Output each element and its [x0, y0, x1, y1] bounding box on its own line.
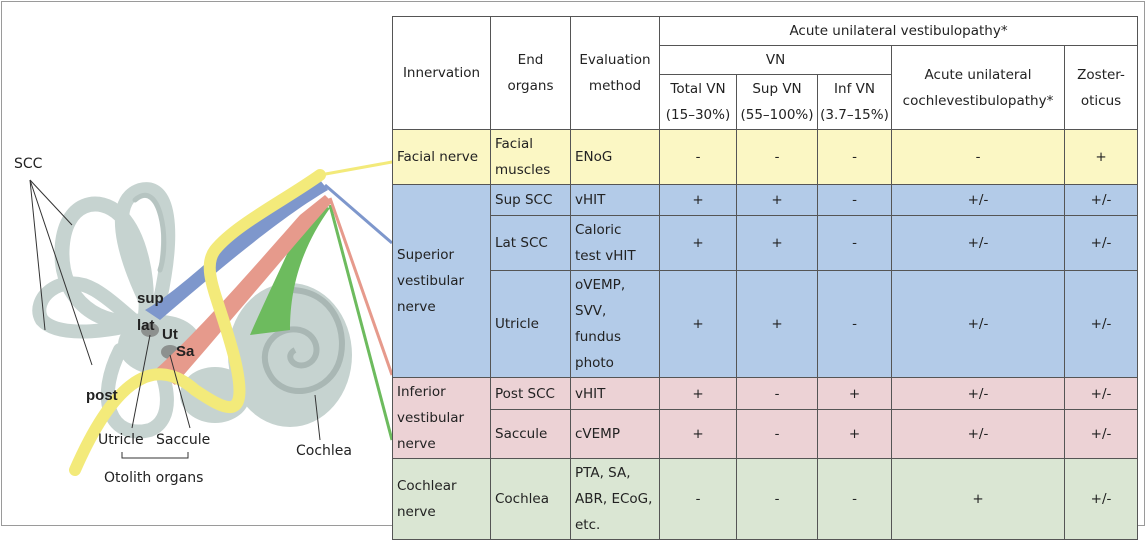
value-cell: +/-	[891, 184, 1065, 216]
organ-cell: Sup SCC	[490, 184, 571, 216]
value-cell: +/-	[1063, 184, 1139, 216]
cochlea-label: Cochlea	[296, 443, 352, 459]
value-cell: +	[659, 270, 737, 378]
value-cell: +/-	[1063, 376, 1139, 411]
value-cell: +	[736, 215, 818, 271]
header-zoster-oticus: Zoster-oticus	[1063, 45, 1139, 130]
organ-cell: Utricle	[490, 270, 571, 378]
value-cell: +/-	[1063, 409, 1139, 459]
value-cell: -	[659, 458, 737, 540]
organ-cell: Saccule	[490, 409, 571, 459]
header-innervation: Innervation	[392, 16, 491, 130]
method-cell: vHIT	[570, 376, 660, 411]
organ-cell: Cochlea	[490, 458, 571, 540]
value-cell: +	[659, 376, 737, 411]
inferior-vestibular-nerve	[155, 195, 394, 385]
value-cell: +	[736, 184, 818, 216]
header-sup-vn: Sup VN(55–100%)	[736, 74, 818, 130]
value-cell: +/-	[1063, 215, 1139, 271]
value-cell: +/-	[1063, 270, 1139, 378]
method-cell: vHIT	[570, 184, 660, 216]
value-cell: +	[1063, 129, 1139, 185]
value-cell: -	[817, 458, 892, 540]
header-inf-vn: Inf VN(3.7–15%)	[817, 74, 892, 130]
value-cell: +	[817, 376, 892, 411]
value-cell: -	[817, 184, 892, 216]
post-label: post	[86, 387, 118, 404]
value-cell: +	[817, 409, 892, 459]
scc-label: SCC	[14, 156, 43, 172]
inner-ear-illustration: SCC sup lat Ut Sa post Utricle Saccule O…	[14, 156, 394, 486]
method-cell: ENoG	[570, 129, 660, 185]
superior-vestibular-nerve	[145, 180, 393, 320]
ut-label: Ut	[162, 326, 178, 343]
organ-cell: Post SCC	[490, 376, 571, 411]
value-cell: +/-	[891, 409, 1065, 459]
value-cell: +/-	[891, 376, 1065, 411]
value-cell: -	[736, 409, 818, 459]
header-total-vn: Total VN(15–30%)	[659, 74, 737, 130]
value-cell: -	[817, 129, 892, 185]
value-cell: +	[659, 215, 737, 271]
method-cell: PTA, SA,ABR, ECoG,etc.	[570, 458, 660, 540]
table-row: Saccule cVEMP + - + +/- +/-	[393, 409, 1139, 459]
utricle-macula	[141, 323, 159, 337]
header-acute-vestibulopathy: Acute unilateral vestibulopathy*	[658, 16, 1139, 46]
value-cell: -	[736, 458, 818, 540]
cochlear-nerve	[250, 204, 394, 441]
value-cell: -	[736, 129, 818, 185]
value-cell: +	[891, 458, 1065, 540]
nerve-facial: Facial nerve	[392, 129, 491, 185]
leader-lines	[29, 179, 321, 459]
organ-cell: Lat SCC	[490, 215, 571, 271]
value-cell: -	[736, 376, 818, 411]
sup-label: sup	[137, 290, 164, 307]
value-cell: +/-	[1063, 458, 1139, 540]
value-cell: +	[659, 409, 737, 459]
method-cell: cVEMP	[570, 409, 660, 459]
value-cell: -	[891, 129, 1065, 185]
utricle-label: Utricle	[98, 432, 144, 448]
value-cell: +	[736, 270, 818, 378]
value-cell: -	[817, 215, 892, 271]
value-cell: +	[659, 184, 737, 216]
header-vn: VN	[659, 45, 892, 75]
otolith-label: Otolith organs	[104, 470, 203, 486]
value-cell: -	[659, 129, 737, 185]
value-cell: +/-	[891, 270, 1065, 378]
value-cell: +/-	[891, 215, 1065, 271]
lat-label: lat	[137, 317, 155, 334]
saccule-label: Saccule	[156, 432, 210, 448]
sa-label: Sa	[176, 343, 195, 360]
value-cell: -	[817, 270, 892, 378]
